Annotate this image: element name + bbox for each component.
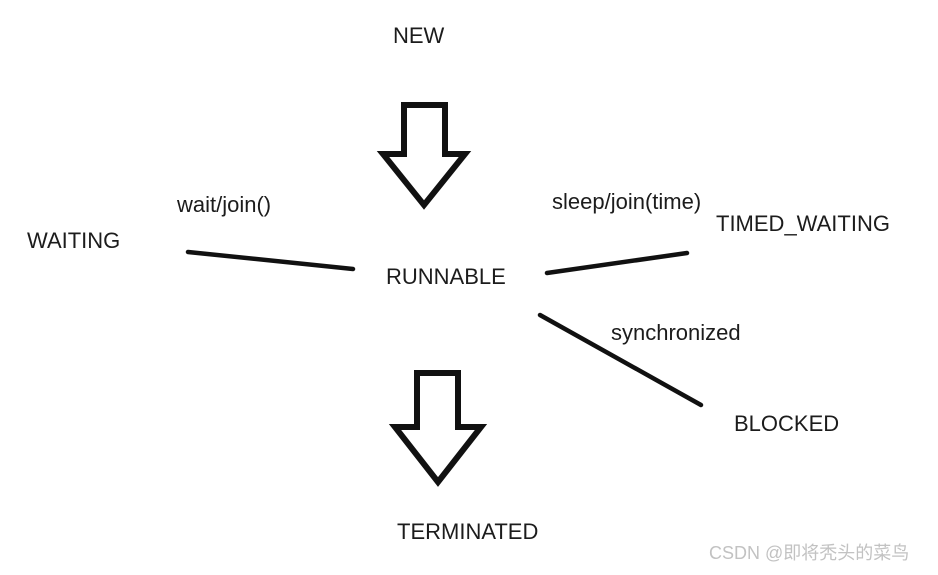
node-timed-waiting: TIMED_WAITING	[716, 211, 890, 236]
edge-line-runnable-timed-waiting	[544, 250, 690, 276]
edge-line-runnable-blocked	[537, 312, 704, 408]
node-runnable: RUNNABLE	[386, 264, 506, 289]
watermark: CSDN @即将秃头的菜鸟	[709, 543, 910, 563]
down-arrow-runnable-to-terminated-icon	[388, 370, 488, 487]
edge-label-wait-join: wait/join()	[177, 192, 272, 217]
node-new: NEW	[393, 23, 445, 48]
node-waiting: WAITING	[27, 228, 121, 253]
node-terminated: TERMINATED	[397, 519, 539, 544]
node-blocked: BLOCKED	[734, 411, 840, 436]
edge-label-synchronized: synchronized	[611, 320, 741, 345]
edge-line-runnable-waiting	[185, 249, 356, 272]
down-arrow-new-to-runnable-icon	[376, 102, 472, 210]
edge-label-sleep-join-time: sleep/join(time)	[552, 189, 702, 214]
